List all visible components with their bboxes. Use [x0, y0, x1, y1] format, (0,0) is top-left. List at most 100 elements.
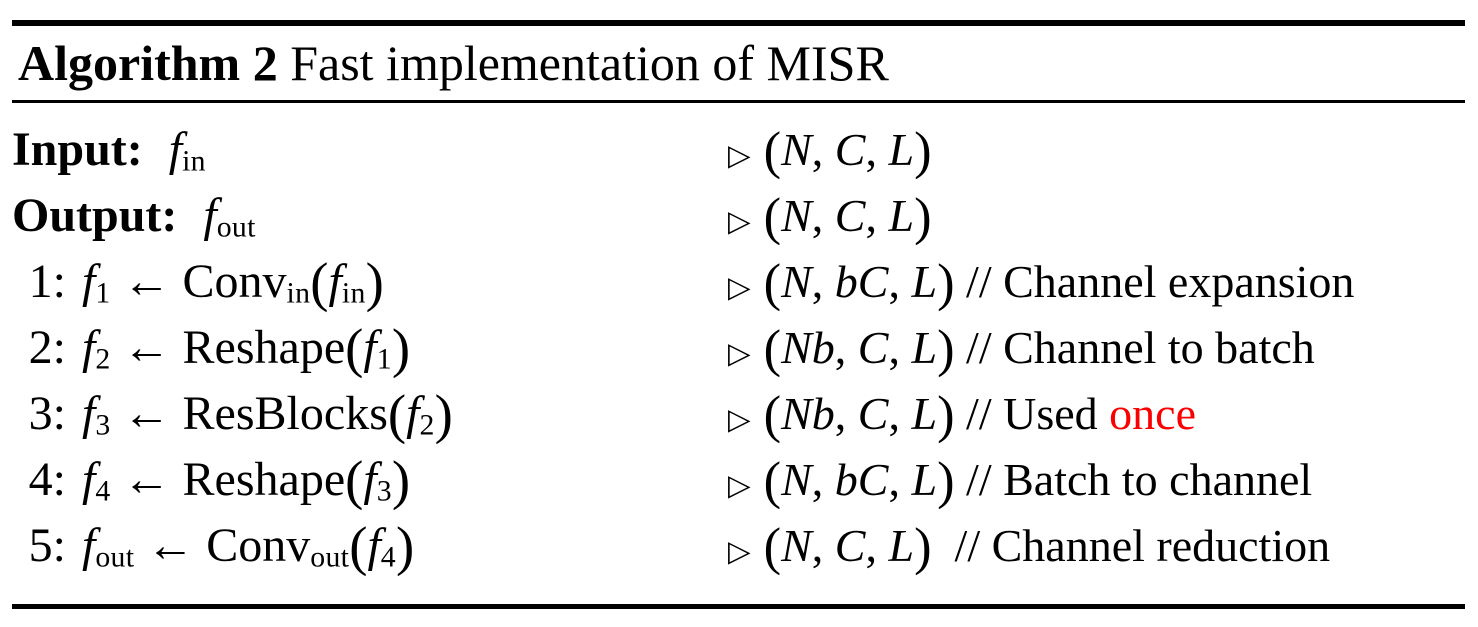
text-segment: f — [82, 321, 96, 374]
comment-text: (N, bC, L) // Channel expansion — [764, 254, 1355, 312]
text-segment: ( — [763, 518, 782, 577]
text-segment: , — [834, 322, 858, 373]
text-segment: 2 — [95, 342, 111, 376]
text-segment: , — [888, 454, 912, 505]
text-segment: f — [363, 453, 377, 506]
text-segment: , — [865, 124, 889, 175]
text-segment: f — [406, 387, 420, 440]
input-keyword: Input: — [12, 123, 143, 176]
code-cell: Output:fout — [12, 183, 728, 249]
text-segment: , — [888, 388, 912, 439]
text-segment: L — [888, 124, 915, 175]
text-segment: , — [888, 256, 912, 307]
code-expression: f1 ← Convin(fin) — [82, 251, 384, 312]
text-segment: Conv — [206, 519, 311, 572]
text-segment: 3 — [95, 408, 111, 442]
text-segment: bC — [834, 256, 889, 307]
text-segment: C — [857, 388, 889, 439]
text-segment: 4 — [380, 540, 396, 574]
text-segment: in — [182, 144, 206, 178]
algorithm-row-step-5: 5:fout ← Convout(f4) ▷(N, C, L) // Chann… — [12, 513, 1465, 579]
text-segment: 4 — [95, 474, 111, 508]
line-number: 3: — [28, 387, 66, 440]
text-segment: , — [811, 124, 835, 175]
code-cell: 4:f4 ← Reshape(f3) — [12, 447, 728, 513]
text-segment: Conv — [182, 255, 287, 308]
text-segment: // Batch to channel — [954, 454, 1313, 505]
text-segment: ← — [110, 255, 183, 308]
text-segment: f — [363, 321, 377, 374]
text-segment: // Channel expansion — [954, 256, 1355, 307]
algorithm-row-step-2: 2: f2 ← Reshape(f1) ▷(Nb, C, L) // Channe… — [12, 315, 1465, 381]
algorithm-row-step-4: 4:f4 ← Reshape(f3) ▷ (N, bC, L) // Batch … — [12, 447, 1465, 513]
text-segment: 1 — [95, 276, 111, 310]
text-segment: ) — [914, 122, 932, 181]
code-expression: f2 ← Reshape(f1) — [82, 317, 410, 378]
comment-triangle-icon: ▷ — [728, 534, 751, 568]
text-segment: bC — [834, 454, 889, 505]
algorithm-row-input: Input: fin ▷(N, C, L) — [12, 117, 1465, 183]
code-expression: fout — [203, 189, 255, 243]
text-segment: ) — [914, 188, 932, 247]
text-segment: ( — [763, 254, 782, 313]
text-segment: // Channel to batch — [954, 322, 1315, 373]
text-segment: ← — [110, 321, 183, 374]
text-segment: , — [811, 520, 835, 571]
text-segment: , — [811, 190, 835, 241]
text-segment: f — [203, 189, 217, 242]
line-number: 2: — [28, 321, 66, 374]
text-segment: ( — [349, 515, 368, 577]
text-segment: ) — [937, 452, 955, 511]
text-segment: f — [168, 123, 183, 176]
code-expression: fin — [168, 123, 206, 178]
text-segment: f — [82, 453, 96, 506]
text-segment: L — [911, 256, 938, 307]
code-expression: f4 ← Reshape(f3) — [82, 449, 410, 510]
text-segment: L — [911, 454, 938, 505]
comment-text: (Nb, C, L) // Used once — [764, 386, 1196, 444]
text-segment: , — [811, 454, 835, 505]
text-segment: , — [834, 388, 858, 439]
comment-cell: ▷(Nb, C, L) // Channel to batch — [728, 315, 1465, 381]
comment-cell: ▷(N, C, L) // Channel reduction — [728, 513, 1465, 579]
text-segment: N — [781, 124, 812, 175]
text-segment: L — [888, 190, 915, 241]
code-expression: f3 ← ResBlocks(f2) — [82, 383, 453, 444]
code-cell: Input: fin — [12, 117, 728, 183]
comment-triangle-icon: ▷ — [728, 138, 751, 172]
text-segment: f — [82, 387, 96, 440]
comment-cell: ▷ (N, bC, L) // Batch to channel — [728, 447, 1465, 513]
text-segment: ) — [914, 518, 932, 577]
text-segment: // Used — [954, 388, 1110, 439]
text-segment: ← — [110, 453, 183, 506]
text-segment: N — [781, 190, 812, 241]
text-segment: f — [82, 519, 96, 572]
comment-triangle-icon: ▷ — [728, 204, 751, 238]
text-segment: ( — [345, 449, 364, 511]
line-number: 5: — [28, 519, 66, 572]
text-segment: L — [911, 322, 938, 373]
text-segment: 3 — [376, 474, 392, 508]
comment-triangle-icon: ▷ — [728, 468, 751, 502]
text-segment: ← — [134, 519, 207, 572]
text-segment: C — [834, 520, 866, 571]
text-segment: , — [888, 322, 912, 373]
algorithm-label: Algorithm 2 — [18, 35, 278, 91]
algorithm-row-output: Output:fout ▷(N, C, L) — [12, 183, 1465, 249]
text-segment: f — [82, 255, 96, 308]
code-expression: fout ← Convout(f4) — [82, 515, 414, 576]
text-segment: ( — [763, 320, 782, 379]
text-segment: L — [911, 388, 938, 439]
text-segment: out — [95, 540, 135, 574]
text-segment: N — [781, 256, 812, 307]
text-segment: ( — [763, 452, 782, 511]
algorithm-row-step-3: 3:f3 ← ResBlocks(f2) ▷(Nb, C, L) // Used… — [12, 381, 1465, 447]
text-segment: in — [341, 276, 366, 310]
comment-text: (N, bC, L) // Batch to channel — [764, 452, 1313, 510]
text-segment: ) — [391, 317, 411, 379]
comment-cell: ▷(N, C, L) — [728, 117, 1465, 183]
text-segment: 1 — [376, 342, 392, 376]
text-segment: ) — [395, 515, 415, 577]
text-segment: ) — [937, 386, 955, 445]
text-segment: ResBlocks — [182, 387, 388, 440]
